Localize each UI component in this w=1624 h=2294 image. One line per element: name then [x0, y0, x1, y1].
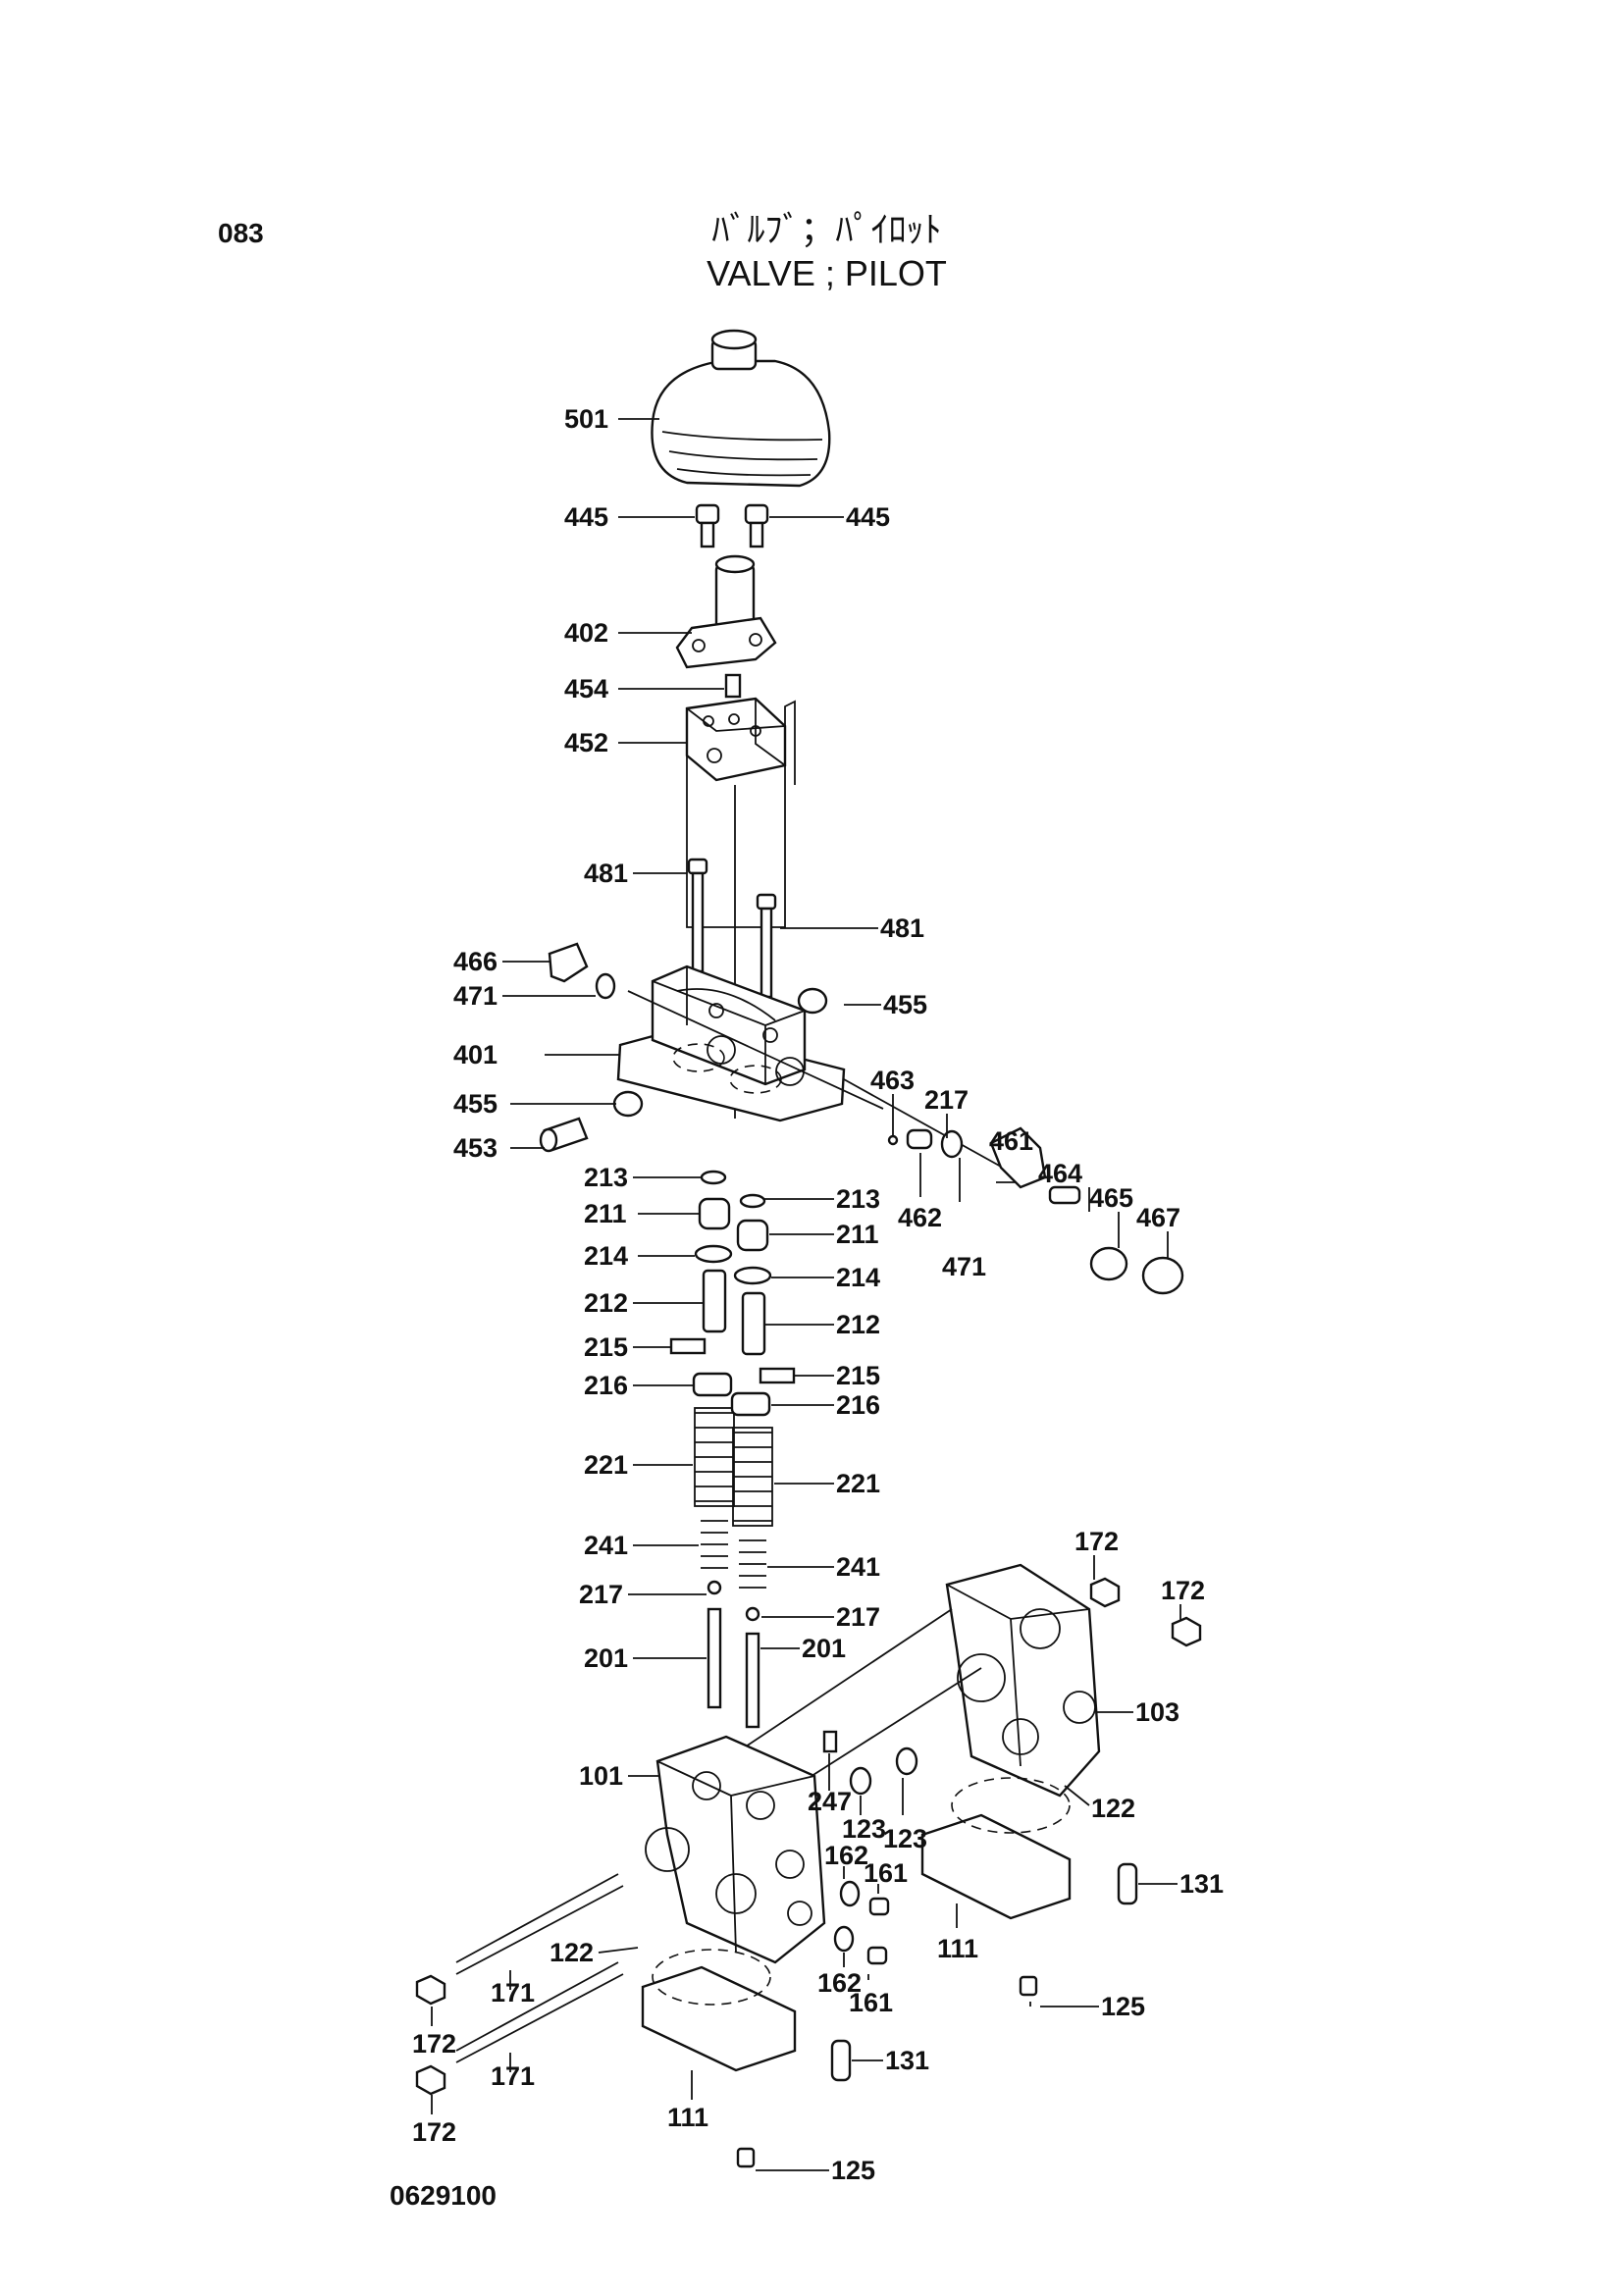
callout-465: 465: [1089, 1183, 1133, 1213]
callout-211-right: 211: [836, 1220, 879, 1249]
callout-216-left: 216: [584, 1371, 628, 1400]
callout-464: 464: [1038, 1159, 1082, 1188]
callout-452: 452: [564, 728, 608, 757]
callout-247: 247: [808, 1787, 852, 1816]
callout-212-left: 212: [584, 1288, 628, 1318]
part-cam-452: [685, 697, 796, 928]
callout-215-right: 215: [836, 1361, 880, 1390]
callout-212-right: 212: [836, 1310, 880, 1339]
callout-461: 461: [989, 1126, 1033, 1156]
callout-501: 501: [564, 404, 608, 434]
callout-466: 466: [453, 947, 498, 976]
callout-455-left: 455: [453, 1089, 498, 1119]
callout-402: 402: [564, 618, 608, 648]
callout-455-right: 455: [883, 990, 927, 1019]
callout-462: 462: [898, 1203, 942, 1232]
callout-labels: 501 445 445 402 454 452 481 481 466 471 …: [412, 404, 1224, 2185]
callout-214-right: 214: [836, 1263, 880, 1292]
callout-481-left: 481: [584, 859, 628, 888]
callout-214-left: 214: [584, 1241, 628, 1271]
part-casing-401: [612, 965, 1022, 1178]
callout-213-left: 213: [584, 1163, 628, 1192]
callout-216-right: 216: [836, 1390, 880, 1420]
callout-131-right: 131: [1179, 1869, 1224, 1899]
callout-162-upper: 162: [824, 1841, 868, 1870]
callout-217-left: 217: [579, 1580, 623, 1609]
callout-172-left-upper: 172: [412, 2029, 456, 2059]
callout-123-left: 123: [842, 1814, 886, 1844]
callout-454: 454: [564, 674, 608, 704]
title-japanese: ﾊﾞﾙﾌﾞ；ﾊﾟｲﾛｯﾄ: [711, 209, 942, 249]
callout-445-left: 445: [564, 502, 608, 532]
part-spool-stack-left: [669, 1170, 735, 1709]
callout-111-right: 111: [937, 1934, 978, 1963]
title-english: VALVE ; PILOT: [707, 253, 947, 293]
callout-103: 103: [1135, 1697, 1179, 1727]
part-body-103: [686, 1563, 1202, 1806]
callout-123-right: 123: [883, 1824, 927, 1853]
callout-122-right: 122: [1091, 1794, 1135, 1823]
callout-217-upper: 217: [924, 1085, 969, 1115]
callout-217-right: 217: [836, 1602, 880, 1632]
callout-221-left: 221: [584, 1450, 628, 1480]
callout-211-left: 211: [584, 1199, 627, 1228]
part-covers-111: [641, 1777, 1138, 2168]
callout-122-left: 122: [550, 1938, 594, 1967]
callout-215-left: 215: [584, 1332, 628, 1362]
callout-463: 463: [870, 1066, 915, 1095]
part-plug-466: [548, 942, 616, 1000]
callout-172-left-lower: 172: [412, 2117, 456, 2147]
callout-161-upper: 161: [864, 1858, 908, 1888]
part-tie-rods-171: [415, 1873, 624, 2096]
callout-213-right: 213: [836, 1184, 880, 1214]
part-pin-453: [539, 1117, 589, 1153]
callout-125-bottom: 125: [831, 2156, 875, 2185]
callout-162-lower: 162: [817, 1968, 862, 1998]
leader-lines: [431, 418, 1181, 2171]
callout-445-right: 445: [846, 502, 890, 532]
callout-171-lower: 171: [491, 2061, 535, 2091]
callout-241-right: 241: [836, 1552, 880, 1582]
callout-471-right: 471: [942, 1252, 986, 1281]
callout-172-top-left: 172: [1074, 1527, 1119, 1556]
callout-111-left: 111: [667, 2103, 708, 2132]
callout-481-right: 481: [880, 913, 924, 943]
callout-101: 101: [579, 1761, 623, 1791]
drawing-number: 0629100: [390, 2180, 498, 2211]
part-body-101: [645, 1730, 918, 1965]
callout-401: 401: [453, 1040, 498, 1069]
part-setscrew-454: [724, 673, 742, 699]
callout-221-right: 221: [836, 1469, 880, 1498]
callout-241-left: 241: [584, 1531, 628, 1560]
callout-161-lower: 161: [849, 1988, 893, 2017]
page-number: 083: [218, 218, 264, 248]
callout-201-left: 201: [584, 1643, 628, 1673]
part-screws-445: [695, 503, 769, 548]
part-check-assembly-461-467: [887, 1126, 1184, 1295]
callout-201-right: 201: [802, 1634, 846, 1663]
callout-471-left: 471: [453, 981, 498, 1011]
part-plate-402: [675, 554, 777, 669]
callout-172-top-right: 172: [1161, 1576, 1205, 1605]
callout-125-right: 125: [1101, 1992, 1145, 2021]
part-boot-501: [651, 329, 831, 488]
part-spool-stack-right: [730, 1193, 796, 1729]
callout-453: 453: [453, 1133, 498, 1163]
callout-467: 467: [1136, 1203, 1180, 1232]
callout-171-upper: 171: [491, 1978, 535, 2007]
callout-131-left: 131: [885, 2046, 929, 2075]
